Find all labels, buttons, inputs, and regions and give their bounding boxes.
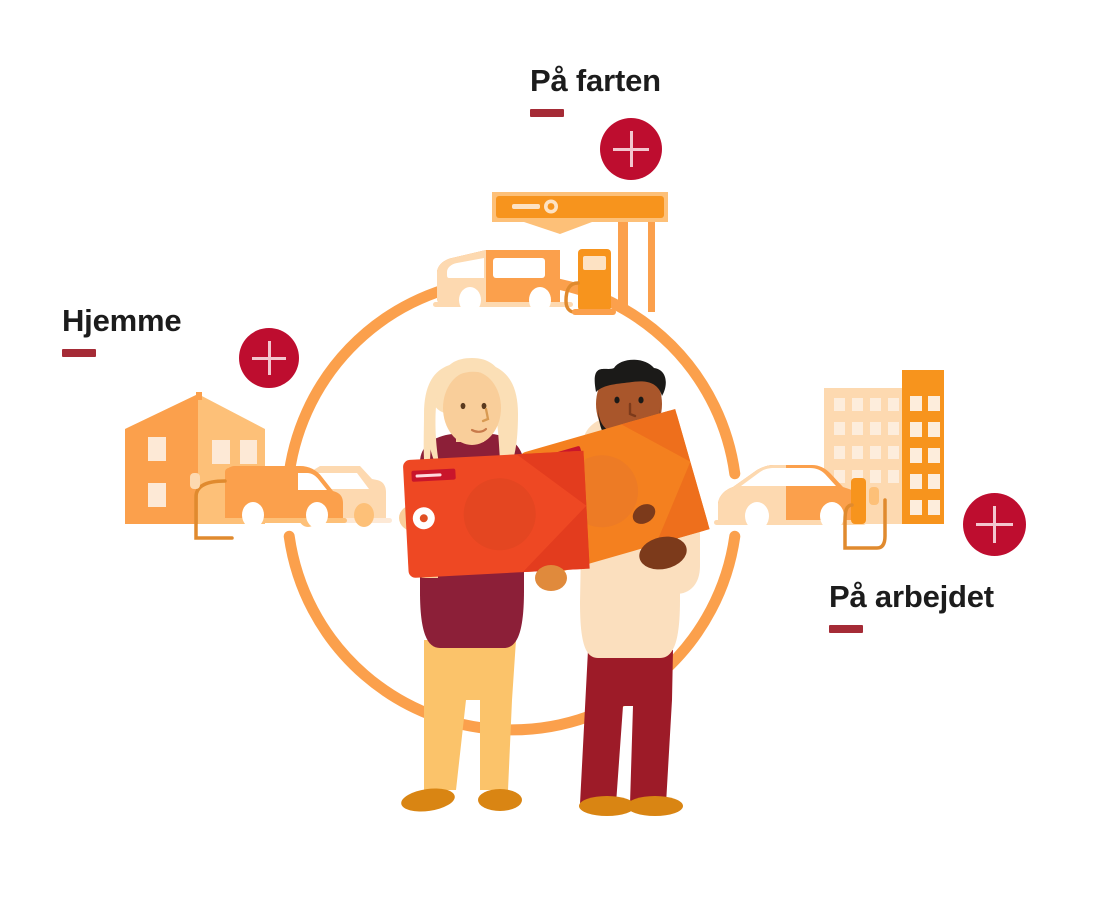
house-window-top-left — [148, 437, 166, 461]
red-box-badge-dot — [419, 514, 428, 523]
home-van-ground — [221, 518, 347, 523]
man-hand-palm — [639, 536, 687, 570]
home-illustration — [125, 392, 392, 540]
home-charger-cable — [194, 479, 234, 540]
workplace-charging-posts — [843, 478, 887, 550]
home-van-wheel-rear — [306, 502, 328, 528]
woman-nose — [481, 407, 490, 423]
red-box-face — [403, 451, 590, 578]
office-right-windows — [910, 396, 940, 515]
woman-hand-right — [535, 565, 567, 591]
canopy-sign-wordmark — [512, 204, 540, 209]
hotspot-dash-pa-farten — [530, 108, 564, 117]
red-box-circle-motif — [463, 478, 536, 551]
van-windshield — [447, 258, 484, 278]
orange-box-shade — [621, 408, 710, 545]
hotspot-label-hjemme: Hjemme — [62, 303, 182, 338]
man-eye-right — [638, 396, 644, 404]
man-pants — [580, 650, 673, 804]
hotspot-dash-hjemme — [62, 348, 96, 357]
home-van-wheel-front — [242, 502, 264, 528]
man-shoe-right — [627, 796, 683, 816]
canopy-sign-logo-inner — [547, 203, 555, 210]
van-cargo-window — [493, 258, 545, 278]
canopy-sign-band — [496, 196, 664, 218]
home-van — [221, 466, 347, 528]
man-nose — [628, 402, 637, 418]
estate-car-wheel-rear — [354, 503, 374, 527]
hotspot-pa-arbejdet: På arbejdet — [829, 579, 994, 633]
work-charger-cable-a — [843, 498, 887, 550]
man-hand-right — [632, 504, 687, 570]
home-van-windshield — [298, 473, 327, 490]
woman-hair-front — [440, 358, 504, 392]
canopy-pillar-left — [618, 222, 628, 312]
plus-icon-vertical-bar — [993, 506, 996, 543]
house-window-top-right — [212, 440, 230, 464]
woman-eye-right — [481, 402, 487, 410]
house-roof-ridge — [196, 392, 202, 400]
house-window-bottom — [148, 483, 166, 507]
work-charger-post-b — [869, 487, 879, 505]
red-box-label-text — [415, 473, 442, 478]
man-eye-left — [614, 396, 620, 404]
woman-mouth — [470, 427, 488, 433]
fuel-pump — [564, 249, 616, 315]
van-wheel-front — [459, 287, 481, 313]
man-shoe-left — [579, 796, 635, 816]
plus-icon-vertical-bar — [629, 131, 633, 167]
workplace-illustration — [714, 370, 944, 550]
plus-button-hjemme[interactable] — [239, 328, 299, 388]
woman-shoe-right — [478, 789, 522, 811]
home-charging-post — [190, 468, 238, 540]
home-charger-body — [225, 468, 238, 494]
fuel-station-illustration — [433, 192, 668, 315]
van-ground-line — [433, 302, 573, 307]
plus-button-pa-arbejdet[interactable] — [963, 493, 1026, 556]
pump-display — [583, 256, 606, 270]
canopy-pillar-right — [648, 222, 655, 312]
hotspot-hjemme: Hjemme — [62, 303, 182, 357]
hotspot-label-pa-arbejdet: På arbejdet — [829, 579, 994, 614]
hotspot-dash-pa-arbejdet — [829, 624, 863, 633]
van-wheel-rear — [529, 287, 551, 313]
delivery-van — [433, 250, 573, 313]
person-woman — [399, 358, 524, 812]
work-car-wheel-rear — [820, 502, 844, 530]
red-box-shade — [516, 450, 590, 573]
woman-pants — [424, 640, 516, 790]
ring-arc-bottom — [283, 530, 741, 736]
man-thumb — [632, 504, 656, 524]
plus-button-pa-farten[interactable] — [600, 118, 662, 180]
plus-icon-vertical-bar — [267, 340, 271, 376]
woman-shoe-left — [401, 788, 455, 812]
woman-eye-left — [460, 402, 466, 410]
workplace-car — [714, 465, 866, 530]
man-hair — [594, 359, 666, 396]
hotspot-pa-farten: På farten — [530, 63, 661, 117]
work-charger-post-a — [851, 478, 866, 524]
two-people-illustration — [399, 358, 710, 816]
red-box — [403, 450, 590, 578]
pump-base — [572, 309, 616, 315]
work-car-glass — [741, 468, 836, 486]
hotspot-label-pa-farten: På farten — [530, 63, 661, 98]
house-window-mid-right — [240, 440, 257, 464]
office-building-right — [902, 370, 944, 524]
home-charger-plug — [190, 473, 200, 489]
woman-hair-side — [427, 386, 440, 468]
woman-head — [443, 371, 501, 445]
work-car-wheel-front — [745, 502, 769, 530]
